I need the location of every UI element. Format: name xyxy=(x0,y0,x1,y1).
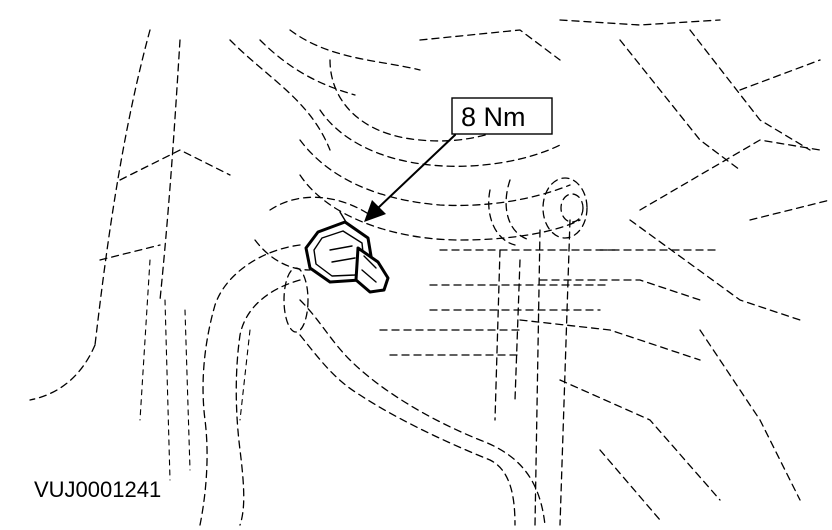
figure-reference-code: VUJ0001241 xyxy=(34,477,161,502)
torque-callout: 8 Nm xyxy=(451,97,553,135)
torque-callout-box xyxy=(451,97,553,135)
torque-value: 8 Nm xyxy=(461,102,526,132)
mounting-bolt xyxy=(488,177,588,246)
arrow-pointer-icon xyxy=(364,134,456,222)
engine-ghost-lines xyxy=(29,19,831,521)
temperature-sensor-icon xyxy=(304,211,390,294)
bracket-frame xyxy=(379,219,621,526)
sensor-housing xyxy=(254,196,371,271)
coolant-hose xyxy=(139,244,546,526)
